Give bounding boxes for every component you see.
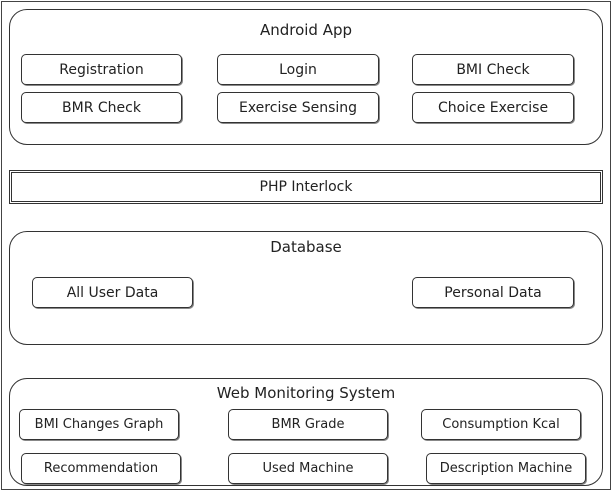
- php-interlock-bar: PHP Interlock: [9, 170, 603, 204]
- web-monitoring-panel: Web Monitoring System BMI Changes Graph …: [9, 378, 603, 486]
- choice-exercise-box: Choice Exercise: [412, 92, 574, 123]
- personal-data-box: Personal Data: [412, 277, 574, 308]
- php-interlock-label: PHP Interlock: [259, 179, 353, 195]
- bmr-check-box: BMR Check: [21, 92, 182, 123]
- description-machine-box: Description Machine: [426, 453, 586, 484]
- android-app-title: Android App: [259, 21, 353, 39]
- bmi-changes-graph-box: BMI Changes Graph: [19, 409, 179, 440]
- recommendation-box: Recommendation: [21, 453, 181, 484]
- consumption-kcal-box: Consumption Kcal: [421, 409, 581, 440]
- web-monitoring-title: Web Monitoring System: [216, 384, 396, 402]
- exercise-sensing-box: Exercise Sensing: [217, 92, 379, 123]
- database-panel: Database All User Data Personal Data: [9, 231, 603, 345]
- database-title: Database: [270, 238, 342, 256]
- registration-box: Registration: [21, 54, 182, 85]
- bmr-grade-box: BMR Grade: [228, 409, 388, 440]
- login-box: Login: [217, 54, 379, 85]
- android-app-panel: Android App Registration Login BMI Check…: [9, 9, 603, 145]
- bmi-check-box: BMI Check: [412, 54, 574, 85]
- all-user-data-box: All User Data: [32, 277, 193, 308]
- used-machine-box: Used Machine: [228, 453, 388, 484]
